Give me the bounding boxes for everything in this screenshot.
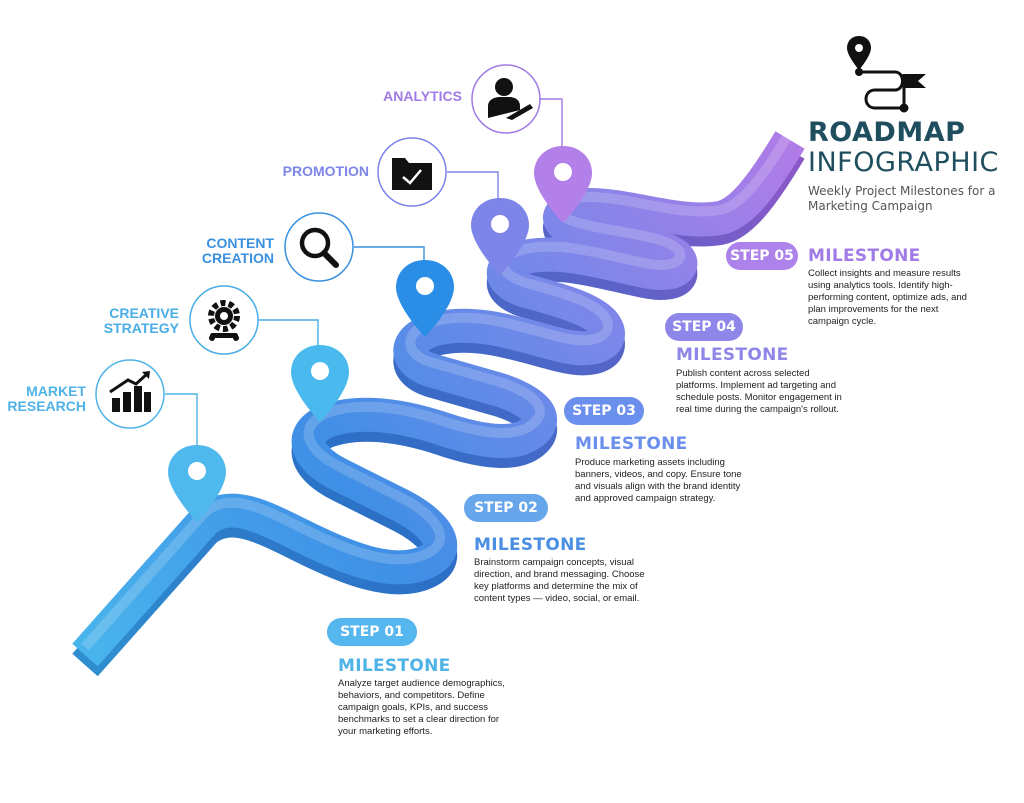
bar-chart-growth-icon	[109, 371, 151, 412]
pin-step-02	[291, 345, 349, 422]
pin-step-03	[396, 260, 454, 337]
step-03-description: Produce marketing assets including banne…	[575, 457, 742, 504]
step-02-description: Brainstorm campaign concepts, visual dir…	[474, 557, 645, 604]
creative-strategy-circle	[189, 285, 259, 355]
user-growth-icon	[488, 78, 533, 120]
stage-label-creative-strategy: CREATIVE STRATEGY	[103, 305, 179, 336]
step-05-milestone-title: MILESTONE	[808, 246, 921, 266]
step-03-pill: STEP 03	[564, 397, 644, 425]
stage-label-content-creation: CONTENT CREATION	[201, 235, 274, 266]
pin-step-04	[471, 198, 529, 275]
step-03-milestone-title: MILESTONE	[575, 434, 688, 454]
step-01-pill: STEP 01	[327, 618, 417, 646]
road-top	[72, 131, 805, 667]
promotion-circle	[377, 137, 447, 207]
step-01-milestone-title: MILESTONE	[338, 656, 451, 676]
gear-icon	[208, 300, 240, 341]
title-line-1: ROADMAP	[808, 117, 966, 148]
stage-label-analytics: ANALYTICS	[383, 88, 462, 104]
analytics-circle	[471, 64, 541, 134]
step-05-pill: STEP 05	[726, 242, 798, 270]
step-05-description: Collect insights and measure results usi…	[808, 268, 967, 327]
route-flag-icon	[847, 36, 926, 113]
title-line-2: INFOGRAPHIC	[808, 147, 999, 178]
stage-label-market-research: MARKET RESEARCH	[7, 383, 86, 414]
step-04-description: Publish content across selected platform…	[676, 368, 842, 415]
content-creation-circle	[284, 212, 354, 282]
subtitle: Weekly Project Milestones for a Marketin…	[808, 184, 996, 213]
pin-step-01	[168, 445, 226, 522]
stage-label-promotion: PROMOTION	[282, 163, 369, 179]
step-01-description: Analyze target audience demographics, be…	[338, 678, 505, 737]
pin-step-05	[534, 146, 592, 223]
connector-lines	[165, 98, 563, 450]
step-04-milestone-title: MILESTONE	[676, 345, 789, 365]
step-02-pill: STEP 02	[464, 494, 548, 522]
road-highlight	[81, 129, 795, 651]
market-research-circle	[95, 359, 165, 429]
title-block: ROADMAP INFOGRAPHIC Weekly Project Miles…	[808, 118, 1018, 214]
magnifier-icon	[299, 227, 339, 268]
step-04-pill: STEP 04	[665, 313, 743, 341]
step-02-milestone-title: MILESTONE	[474, 535, 587, 555]
folder-check-icon	[392, 158, 432, 190]
